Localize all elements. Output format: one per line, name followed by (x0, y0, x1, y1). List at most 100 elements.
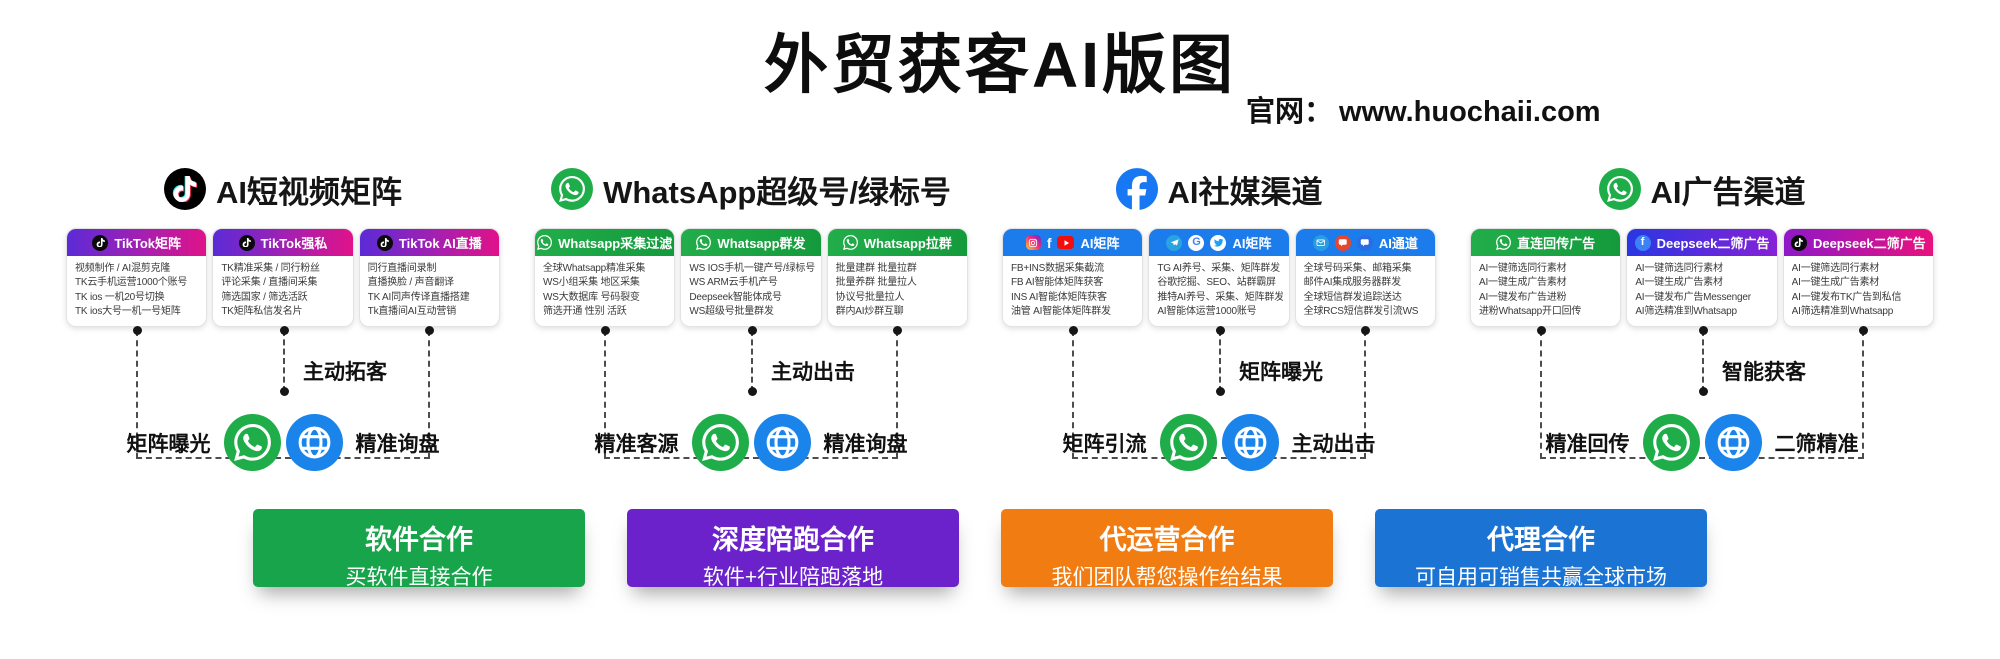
mid-label: 主动出击 (771, 361, 855, 385)
feature-line: AI一键筛选同行素材 (1479, 263, 1567, 274)
feature-line: 推特AI养号、采集、矩阵群发 (1157, 291, 1283, 303)
card: f AI矩阵 FB+INS数据采集截流 FB AI智能体矩阵获客 INS AI智… (1002, 228, 1144, 328)
channel-icons: 矩阵曝光 精准询盘 (66, 414, 500, 472)
whatsapp-icon (691, 414, 749, 472)
feature-line: 全球RCS短信群发引流WS (1303, 305, 1419, 317)
card-feature-list: 全球Whatsapp精准采集 WS小组采集 地区采集 WS大数据库 号码裂变 筛… (535, 256, 674, 326)
feature-line: 筛选国家 / 筛选活跃 (221, 291, 308, 303)
card-feature-list: WS IOS手机一键产号/绿标号 WS ARM云手机产号 Deepseek智能体… (681, 256, 820, 326)
connector-midline (1215, 326, 1225, 397)
card: Deepseek二筛广告 AI一键筛选同行素材 AI一键生成广告素材 AI一键发… (1782, 228, 1934, 328)
feature-line: FB+INS数据采集截流 (1011, 263, 1104, 274)
sms-icon (1334, 234, 1351, 251)
feature-line: AI一键筛选同行素材 (1635, 263, 1723, 274)
banner-title: 深度陪跑合作 (712, 525, 874, 556)
banner-agency-coop: 代理合作 可自用可销售共赢全球市场 (1375, 509, 1707, 589)
banner-title: 代运营合作 (1099, 525, 1235, 556)
facebook-icon: f (1634, 234, 1651, 251)
feature-line: 同行直播间录制 (367, 263, 437, 274)
feature-line: INS AI智能体矩阵获客 (1011, 291, 1107, 303)
website-url: www.huochaii.com (1339, 96, 1601, 128)
card-title: Whatsapp拉群 (863, 236, 952, 251)
card: AI通道 全球号码采集、邮箱采集 邮件AI集成服务器群发 全球短信群发追踪送达 … (1294, 228, 1436, 328)
page-header: 外贸获客AI版图 官网：www.huochaii.com (0, 0, 2000, 128)
feature-line: AI智能体运营1000账号 (1157, 305, 1257, 317)
cards-row: TikTok矩阵 视频制作 / AI混剪克隆 TK云手机运营1000个账号 TK… (66, 228, 500, 328)
feature-line: 筛选开通 性别 活跃 (543, 305, 627, 317)
card-title: Whatsapp群发 (717, 236, 806, 251)
facebook-icon: f (1046, 234, 1052, 251)
tiktok-icon (238, 234, 255, 251)
feature-line: AI一键发布广告进粉 (1479, 291, 1567, 303)
column-title: AI广告渠道 (1650, 174, 1806, 210)
connector-midline (1698, 326, 1708, 397)
connector-midline (747, 326, 757, 397)
feature-line: TK AI同声传译直播搭建 (367, 291, 470, 303)
youtube-icon (1057, 236, 1075, 249)
feature-line: Tk直播间AI互动营销 (367, 305, 457, 317)
card-title: AI矩阵 (1232, 236, 1272, 251)
feature-line: 评论采集 / 直播间采集 (221, 277, 318, 289)
feature-line: AI一键发布TK广告到私信 (1791, 291, 1902, 303)
whatsapp-icon (1598, 168, 1641, 210)
column-title: WhatsApp超级号/绿标号 (603, 174, 951, 210)
partnership-banners: 软件合作 买软件直接合作 深度陪跑合作 软件+行业陪跑落地 代运营合作 我们团队… (0, 509, 1980, 589)
feature-line: AI一键生成广告素材 (1479, 277, 1567, 289)
connector-bracket (1536, 326, 1868, 460)
twitter-icon (1210, 234, 1227, 251)
card-header: TikTok矩阵 (67, 229, 207, 256)
instagram-icon (1025, 235, 1041, 250)
cards-row: Whatsapp采集过滤 全球Whatsapp精准采集 WS小组采集 地区采集 … (534, 228, 968, 328)
card-feature-list: FB+INS数据采集截流 FB AI智能体矩阵获客 INS AI智能体矩阵获客 … (1003, 256, 1142, 326)
feature-line: 全球Whatsapp精准采集 (543, 263, 646, 274)
column-social: AI社媒渠道 f AI矩阵 FB+INS数据采集截流 FB AI智能体矩阵获客 … (1002, 166, 1436, 475)
card-title: TikTok强私 (260, 236, 328, 251)
left-label: 矩阵引流 (1062, 432, 1147, 456)
channel-columns: AI短视频矩阵 TikTok矩阵 视频制作 / AI混剪克隆 TK云手机运营10… (0, 166, 2000, 475)
card-feature-list: TK精准采集 / 同行粉丝 评论采集 / 直播间采集 筛选国家 / 筛选活跃 T… (213, 256, 352, 326)
feature-line: 视频制作 / AI混剪克隆 (75, 263, 171, 274)
card-title: TikTok矩阵 (114, 236, 182, 251)
banner-subtitle: 软件+行业陪跑落地 (702, 566, 884, 590)
feature-line: 协议号批量拉人 (835, 291, 905, 303)
card: f Deepseek二筛广告 AI一键筛选同行素材 AI一键生成广告素材 AI一… (1626, 228, 1778, 328)
feature-line: FB AI智能体矩阵获客 (1011, 277, 1104, 289)
feature-line: 批量养群 批量拉人 (835, 277, 917, 289)
globe-icon (753, 414, 811, 472)
card: 直连回传广告 AI一键筛选同行素材 AI一键生成广告素材 AI一键发布广告进粉 … (1470, 228, 1622, 328)
feature-line: AI一键生成广告素材 (1635, 277, 1723, 289)
card-feature-list: 视频制作 / AI混剪克隆 TK云手机运营1000个账号 TK ios 一机20… (67, 256, 206, 326)
card-title: Deepseek二筛广告 (1812, 236, 1926, 251)
whatsapp-icon (1159, 414, 1217, 472)
telegram-icon (1166, 234, 1183, 251)
banner-operation-coop: 代运营合作 我们团队帮您操作给结果 (1001, 509, 1333, 589)
card-feature-list: TG AI养号、采集、矩阵群发 谷歌挖掘、SEO、站群霸屏 推特AI养号、采集、… (1149, 256, 1288, 326)
right-label: 精准询盘 (823, 432, 908, 456)
feature-line: 群内AI炒群互聊 (835, 305, 904, 317)
card-feature-list: AI一键筛选同行素材 AI一键生成广告素材 AI一键发布TK广告到私信 AI筛选… (1784, 256, 1933, 326)
connector-bracket (132, 326, 434, 460)
column-ads: AI广告渠道 直连回传广告 AI一键筛选同行素材 AI一键生成广告素材 AI一键… (1470, 166, 1934, 475)
card-feature-list: AI一键筛选同行素材 AI一键生成广告素材 AI一键发布广告进粉 进粉Whats… (1471, 256, 1620, 326)
rcs-icon (1356, 234, 1373, 251)
card-header: 直连回传广告 (1471, 229, 1621, 256)
card-header: Whatsapp群发 (681, 229, 821, 256)
google-icon: G (1188, 234, 1205, 251)
feature-line: WS IOS手机一键产号/绿标号 (689, 263, 815, 274)
mid-label: 矩阵曝光 (1239, 361, 1323, 385)
feature-line: 批量建群 批量拉群 (835, 263, 917, 274)
tiktok-icon (1790, 234, 1807, 251)
card-title: Whatsapp采集过滤 (558, 236, 673, 251)
card-feature-list: 全球号码采集、邮箱采集 邮件AI集成服务器群发 全球短信群发追踪送达 全球RCS… (1296, 256, 1435, 326)
feature-line: TK精准采集 / 同行粉丝 (221, 263, 320, 274)
channel-icons: 矩阵引流 主动出击 (1002, 414, 1436, 472)
card-feature-list: 同行直播间录制 直播换脸 / 声音翻译 TK AI同声传译直播搭建 Tk直播间A… (360, 256, 499, 326)
card-title: TikTok AI直播 (398, 236, 482, 251)
card-feature-list: 批量建群 批量拉群 批量养群 批量拉人 协议号批量拉人 群内AI炒群互聊 (828, 256, 967, 326)
mid-label: 主动拓客 (303, 361, 387, 385)
feature-line: WS ARM云手机产号 (689, 277, 778, 289)
card: G AI矩阵 TG AI养号、采集、矩阵群发 谷歌挖掘、SEO、站群霸屏 推特A… (1148, 228, 1290, 328)
card: TikTok强私 TK精准采集 / 同行粉丝 评论采集 / 直播间采集 筛选国家… (212, 228, 354, 328)
card-header: TikTok AI直播 (359, 229, 499, 256)
column-short-video: AI短视频矩阵 TikTok矩阵 视频制作 / AI混剪克隆 TK云手机运营10… (66, 166, 500, 475)
